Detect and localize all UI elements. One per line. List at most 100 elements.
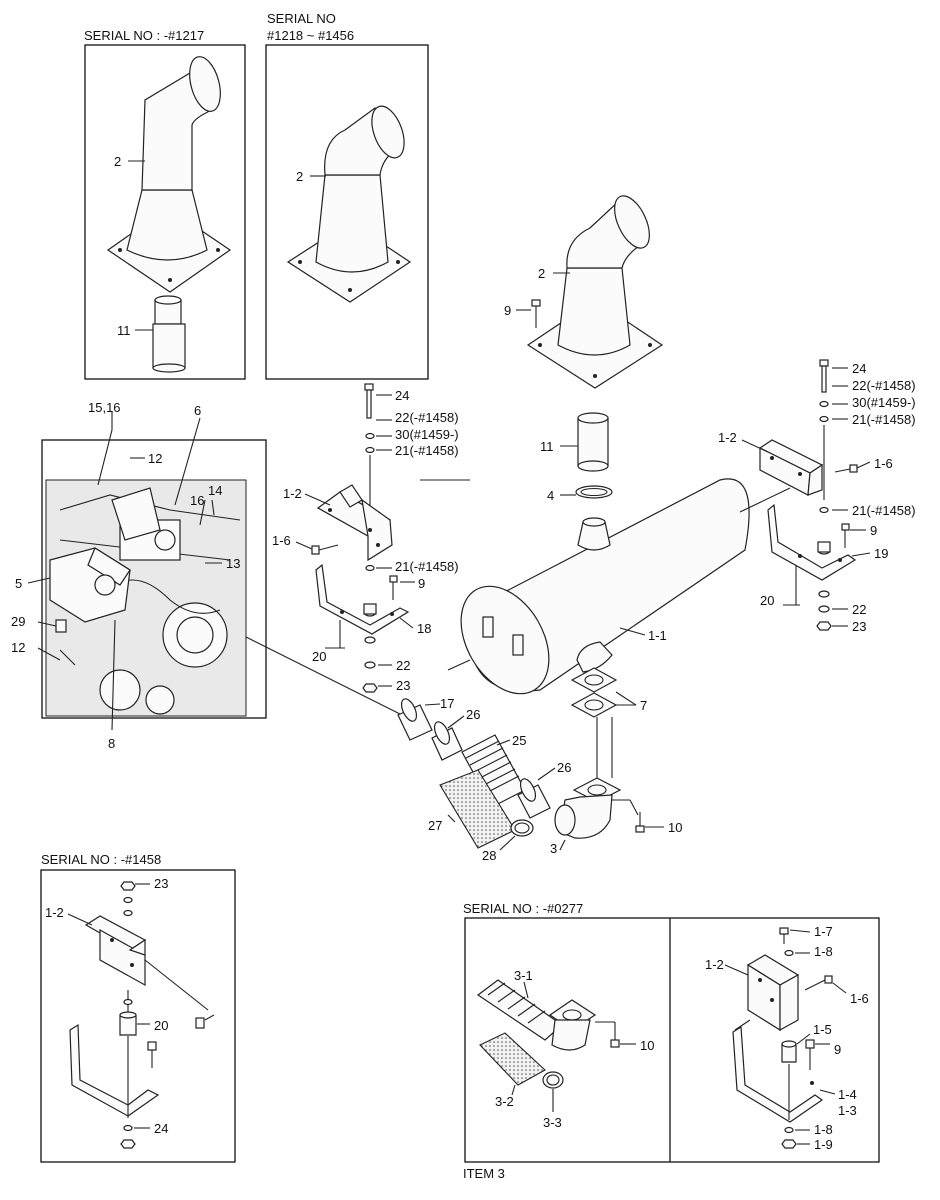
label-1-7: 1-7 — [814, 924, 833, 939]
label-12-low: 12 — [11, 640, 25, 655]
label-12-top: 12 — [148, 451, 162, 466]
label-1-4: 1-4 — [838, 1087, 857, 1102]
label-1-6-right: 1-6 — [874, 456, 893, 471]
clamp-3-3 — [542, 1071, 564, 1089]
exhaust-stack-1218 — [286, 105, 412, 303]
label-1-2-item3: 1-2 — [705, 957, 724, 972]
label-16: 16 — [190, 493, 204, 508]
label-17: 17 — [440, 696, 454, 711]
label-9-left: 9 — [418, 576, 425, 591]
label-9-item3: 9 — [834, 1042, 841, 1057]
label-1-6-item3: 1-6 — [850, 991, 869, 1006]
label-8: 8 — [108, 736, 115, 751]
label-6: 6 — [194, 403, 201, 418]
hose-3-1 — [476, 979, 597, 1051]
bolt-1-6-right — [834, 464, 858, 473]
washer-22-left — [364, 661, 376, 669]
mount-20-right — [818, 590, 830, 598]
bolt-9-left — [389, 575, 398, 600]
washer-21-right — [819, 415, 829, 423]
bracket-18-left — [315, 563, 410, 635]
label-29: 29 — [11, 614, 25, 629]
label-24-right: 24 — [852, 361, 866, 376]
label-25: 25 — [512, 733, 526, 748]
label-1-5: 1-5 — [813, 1022, 832, 1037]
label-2-box1: 2 — [114, 154, 121, 169]
label-22-left-low: 22 — [396, 658, 410, 673]
heading-serial-1458: SERIAL NO : -#1458 — [41, 852, 161, 867]
label-3-1: 3-1 — [514, 968, 533, 983]
bolt-1-6-left — [311, 544, 339, 555]
box-serial-0277 — [464, 917, 880, 1163]
nut-23-left — [362, 683, 378, 693]
label-23-1458: 23 — [154, 876, 168, 891]
label-3: 3 — [550, 841, 557, 856]
label-21-right-top: 21(-#1458) — [852, 412, 916, 427]
label-1-1: 1-1 — [648, 628, 667, 643]
label-3-3: 3-3 — [543, 1115, 562, 1130]
label-1-8-top: 1-8 — [814, 944, 833, 959]
bolt-10-item3 — [595, 1021, 620, 1048]
washer-21-right-low — [819, 506, 829, 514]
gasket-7 — [570, 667, 618, 718]
heading-serial-1217: SERIAL NO : -#1217 — [84, 28, 204, 43]
label-22-left: 22(-#1458) — [395, 410, 459, 425]
label-21-left-top: 21(-#1458) — [395, 443, 459, 458]
label-20-1458: 20 — [154, 1018, 168, 1033]
bolt-10 — [612, 799, 645, 833]
nut-23-right — [816, 621, 832, 631]
clamp-28 — [510, 819, 534, 837]
exhaust-stack-main — [526, 195, 664, 389]
label-18: 18 — [417, 621, 431, 636]
pipe-11-main — [577, 412, 609, 472]
label-20-left: 20 — [312, 649, 326, 664]
label-5: 5 — [15, 576, 22, 591]
label-24-left: 24 — [395, 388, 409, 403]
label-9-right: 9 — [870, 523, 877, 538]
label-2-main: 2 — [538, 266, 545, 281]
label-3-2: 3-2 — [495, 1094, 514, 1109]
box-serial-1217 — [84, 44, 246, 380]
exhaust-stack-1217 — [106, 56, 232, 293]
label-13: 13 — [226, 556, 240, 571]
cover-3-2 — [479, 1032, 546, 1086]
label-1-3: 1-3 — [838, 1103, 857, 1118]
label-20-right: 20 — [760, 593, 774, 608]
label-21-right-low: 21(-#1458) — [852, 503, 916, 518]
pipe-11-box1 — [152, 295, 186, 373]
engine-illustration — [45, 479, 247, 717]
bolt-9-stack — [531, 299, 541, 328]
box-engine — [41, 439, 267, 719]
label-1-2-right: 1-2 — [718, 430, 737, 445]
bolt-24-left — [364, 383, 374, 419]
bracket-1-2-right — [758, 439, 824, 496]
clamp-4 — [575, 485, 613, 499]
heading-serial-0277: SERIAL NO : -#0277 — [463, 901, 583, 916]
label-11-box1: 11 — [117, 323, 131, 338]
clamp-26-b — [517, 778, 551, 819]
label-10-item3: 10 — [640, 1038, 654, 1053]
bracket-19-right — [767, 503, 857, 581]
bolt-24-right — [819, 359, 829, 393]
label-19: 19 — [874, 546, 888, 561]
bracket-1-2-left — [316, 484, 393, 562]
label-21-left-low: 21(-#1458) — [395, 559, 459, 574]
label-4: 4 — [547, 488, 554, 503]
box-serial-1458 — [40, 869, 236, 1163]
label-22-right-low: 22 — [852, 602, 866, 617]
washer-22-right — [818, 605, 830, 613]
label-30-left: 30(#1459-) — [395, 427, 459, 442]
label-27: 27 — [428, 818, 442, 833]
label-22-right: 22(-#1458) — [852, 378, 916, 393]
washer-30-right — [819, 400, 829, 408]
bolt-9-right — [841, 523, 850, 548]
label-9-stack: 9 — [504, 303, 511, 318]
label-1-8-low: 1-8 — [814, 1122, 833, 1137]
bracket-assembly-item3 — [732, 927, 833, 1149]
label-30-right: 30(#1459-) — [852, 395, 916, 410]
pipe-17 — [397, 698, 433, 741]
label-26-a: 26 — [466, 707, 480, 722]
elbow-3 — [554, 777, 622, 839]
label-1-6-left: 1-6 — [272, 533, 291, 548]
